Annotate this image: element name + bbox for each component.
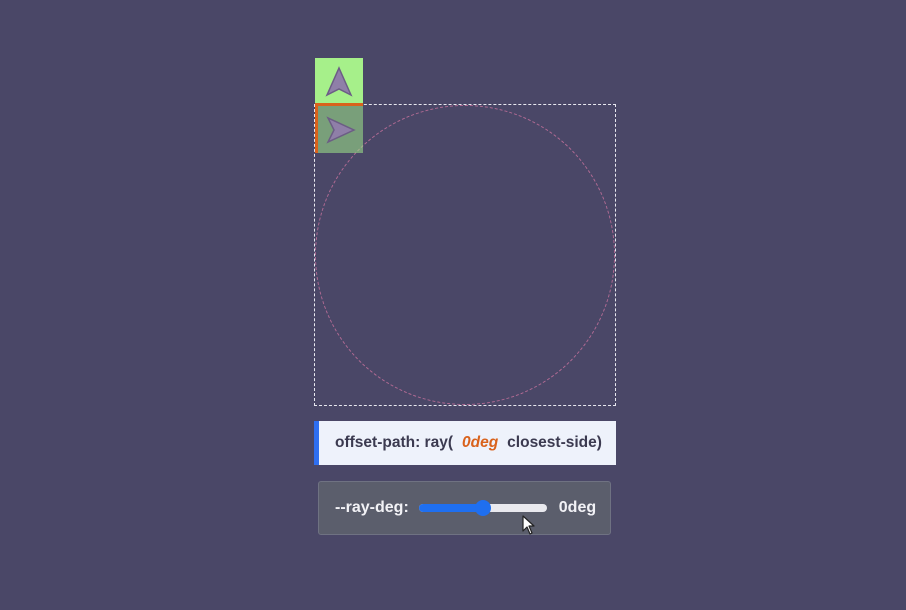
control-panel: --ray-deg: 0deg bbox=[318, 481, 611, 535]
arrow-right-icon bbox=[325, 115, 356, 144]
code-suffix: closest-side) bbox=[507, 434, 602, 451]
arrow-up-icon bbox=[325, 66, 353, 97]
code-display: offset-path: ray( 0deg closest-side) bbox=[314, 421, 616, 465]
slider-fill bbox=[418, 504, 483, 512]
ray-deg-value: 0deg bbox=[558, 499, 597, 516]
ray-deg-label: --ray-deg: bbox=[335, 499, 409, 516]
slider-thumb[interactable] bbox=[474, 500, 491, 516]
offset-container bbox=[314, 104, 616, 406]
mouse-pointer-icon bbox=[522, 515, 535, 535]
code-prefix: offset-path: ray( bbox=[335, 434, 453, 451]
offset-element bbox=[315, 103, 363, 153]
ray-path-circle bbox=[315, 105, 615, 405]
ghost-element bbox=[315, 58, 363, 106]
code-ray-value: 0deg bbox=[461, 434, 499, 451]
ray-deg-slider[interactable] bbox=[418, 500, 547, 516]
